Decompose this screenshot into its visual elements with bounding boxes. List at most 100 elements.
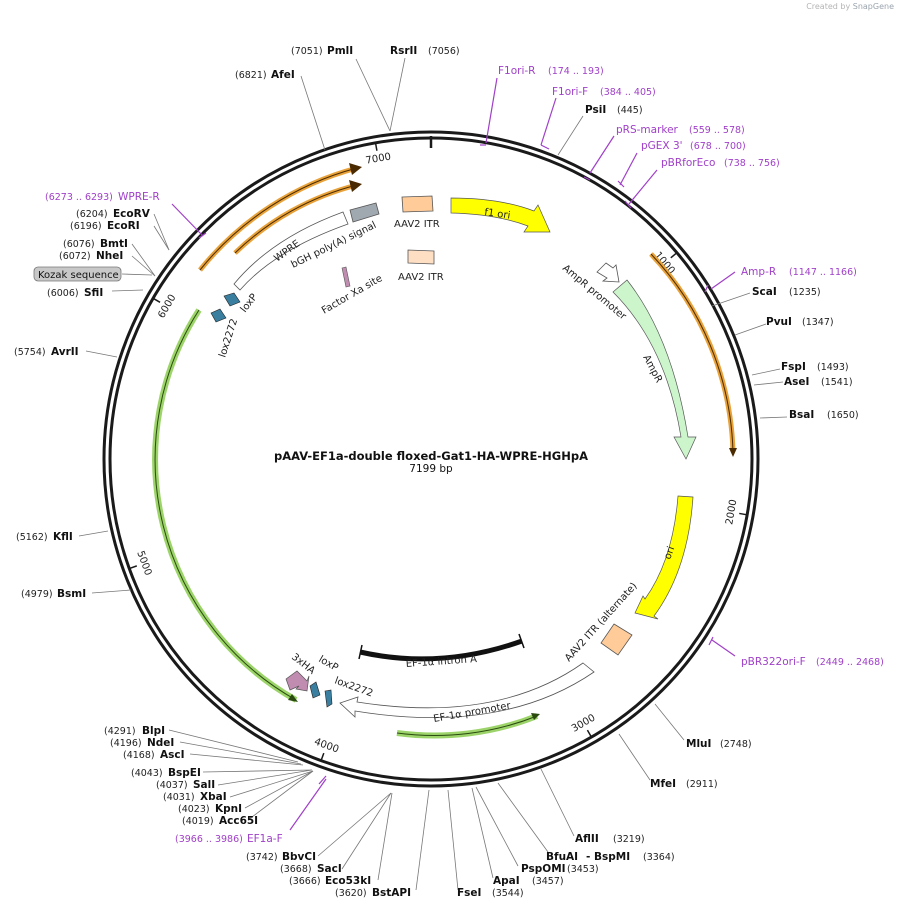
enzyme-pos: (3457) [532, 876, 564, 887]
enzyme-name: MluI [686, 738, 711, 750]
enzyme-name: FspI [781, 361, 806, 373]
enzyme-pos: (1493) [817, 362, 849, 373]
enzyme-pos: (7056) [428, 46, 460, 57]
itr-box-top [401, 195, 434, 213]
bp-tick-mark [152, 297, 161, 303]
feature-label-lox2272-bottom: lox2272 [333, 675, 374, 699]
kozak-label: Kozak sequence [33, 266, 122, 282]
enzyme-pos: (7051) [291, 46, 323, 57]
enzyme-pos: (3453) [567, 864, 599, 875]
enzyme-name: NheI [96, 250, 123, 262]
feature-label-f1-ori: f1 ori [484, 207, 511, 222]
ha-tag-arrow [285, 670, 310, 692]
enzyme-pos: (1347) [802, 317, 834, 328]
bp-tick-label: 4000 [313, 736, 341, 755]
feature-label-aav2-itr-top: AAV2 ITR [394, 219, 440, 230]
enzyme-name: Acc65I [219, 815, 258, 827]
enzyme-pos: (4031) [163, 792, 195, 803]
kozak-text: Kozak sequence [38, 270, 119, 281]
primer-name: pGEX 3' [641, 140, 683, 152]
enzyme-name: - BspMI [586, 851, 630, 863]
enzyme-name: ApaI [493, 875, 520, 887]
enzyme-pos: (6076) [63, 239, 95, 250]
enzyme-name: BbvCI [282, 851, 316, 863]
enzyme-name: PmlI [327, 45, 353, 57]
enzyme-pos: (1541) [821, 377, 853, 388]
ef1a-intron-bracket [359, 638, 523, 662]
primer-name: F1ori-R [498, 65, 535, 77]
enzyme-pos: (3544) [492, 888, 524, 899]
primer-range: (678 .. 700) [690, 141, 746, 152]
enzyme-pos: (4291) [104, 726, 136, 737]
enzyme-pos: (4196) [110, 738, 142, 749]
enzyme-pos: (5754) [14, 347, 46, 358]
primer-range: (738 .. 756) [724, 158, 780, 169]
enzyme-pos: (3668) [280, 864, 312, 875]
lox2272-arrow-top [210, 308, 227, 323]
enzyme-pos: (445) [617, 105, 643, 116]
enzyme-name: SalI [193, 779, 215, 791]
enzyme-name: SacI [317, 863, 342, 875]
enzyme-pos: (3742) [246, 852, 278, 863]
plasmid-name: pAAV-EF1a-double floxed-Gat1-HA-WPRE-HGH… [274, 449, 588, 463]
enzyme-leader-lines [78, 57, 788, 891]
primer-name: pBRforEco [661, 157, 715, 169]
enzyme-name: PvuI [766, 316, 792, 328]
enzyme-name: BfuAI [546, 851, 578, 863]
bp-tick-mark [670, 252, 678, 259]
enzyme-name: PsiI [585, 104, 606, 116]
primer-labels: F1ori-R (174 .. 193) F1ori-F (384 .. 405… [45, 65, 884, 845]
bp-tick-mark [586, 729, 593, 738]
enzyme-pos: (3620) [335, 888, 367, 899]
primer-range: (3966 .. 3986) [175, 834, 243, 845]
bp-tick-mark [320, 752, 325, 761]
enzyme-pos: (3219) [613, 834, 645, 845]
watermark-prefix: Created by [806, 2, 851, 11]
enzyme-pos: (1650) [827, 410, 859, 421]
enzyme-name: Eco53kI [325, 875, 371, 887]
enzyme-name: SfiI [84, 287, 103, 299]
ampr-promoter-arrow [596, 262, 620, 283]
enzyme-pos: (6072) [59, 251, 91, 262]
feature-label-ef1a-intron: EF-1α intron A [405, 654, 477, 670]
feature-label-aav2-itr-inner: AAV2 ITR [398, 272, 444, 283]
loxp-arrow-bottom [309, 681, 321, 699]
enzyme-name: PspOMI [521, 863, 566, 875]
bp-tick-label: 6000 [156, 293, 178, 321]
feature-label-loxp-top: loxP [239, 292, 260, 315]
enzyme-pos: (4019) [182, 816, 214, 827]
loxp-arrow-top [223, 292, 241, 307]
primer-range: (1147 .. 1166) [789, 267, 857, 278]
enzyme-pos: (3666) [289, 876, 321, 887]
enzyme-name: BstAPI [372, 887, 411, 899]
enzyme-pos: (4023) [178, 804, 210, 815]
enzyme-pos: (6196) [70, 221, 102, 232]
enzyme-pos: (6006) [47, 288, 79, 299]
factor-xa-site [341, 266, 351, 288]
primer-markers [171, 77, 736, 831]
enzyme-name: NdeI [147, 737, 174, 749]
enzyme-name: EcoRI [107, 220, 140, 232]
bp-tick-label: 5000 [134, 549, 153, 577]
enzyme-name: AflII [575, 833, 599, 845]
feature-label-ori: ori [662, 545, 677, 561]
cds-arc-left [152, 308, 298, 703]
enzyme-name: BsaI [789, 409, 814, 421]
primer-range: (559 .. 578) [689, 125, 745, 136]
bp-tick-mark [739, 512, 748, 516]
enzyme-name: MfeI [650, 778, 676, 790]
enzyme-name: BspEI [168, 767, 201, 779]
itr-box-inner [407, 249, 435, 265]
enzyme-name: AvrII [51, 346, 79, 358]
enzyme-pos: (6204) [76, 209, 108, 220]
enzyme-name: XbaI [200, 791, 227, 803]
ampr-arrow [612, 279, 697, 460]
bgh-polya-box [349, 202, 380, 223]
enzyme-name: BlpI [142, 725, 165, 737]
feature-label-factor-xa: Factor Xa site [320, 273, 384, 317]
feature-label-aav2-itr-alternate: AAV2 ITR (alternate) [563, 581, 640, 664]
enzyme-pos: (6821) [235, 70, 267, 81]
ef1a-promoter-arrow [339, 662, 595, 718]
feature-label-3xha: 3xHA [289, 652, 317, 677]
